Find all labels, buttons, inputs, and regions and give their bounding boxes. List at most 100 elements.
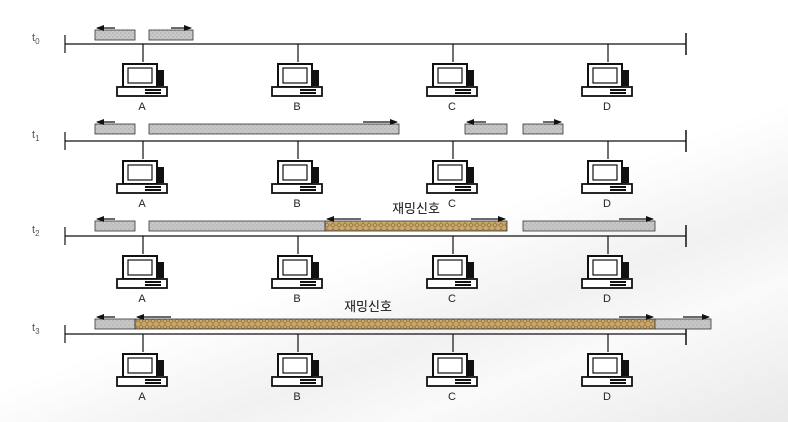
tower-unit <box>467 262 474 278</box>
drive-slot <box>455 382 471 384</box>
data-frame <box>148 123 400 135</box>
time-label: t0 <box>32 32 40 46</box>
drive-slot <box>300 281 316 283</box>
drive-slot <box>455 92 471 94</box>
data-frame <box>148 220 326 232</box>
computer-icon <box>426 353 478 387</box>
computer-icon <box>271 255 323 289</box>
drive-slot <box>610 382 626 384</box>
computer-icon <box>116 353 168 387</box>
node-label: C <box>448 198 456 210</box>
drive-slot <box>145 281 161 283</box>
drive-slot <box>145 89 161 91</box>
system-case <box>116 86 168 97</box>
system-case <box>116 183 168 194</box>
jam-signal-label: 재밍신호 <box>392 202 440 217</box>
node-label: B <box>293 391 300 403</box>
drive-slot <box>610 189 626 191</box>
node-label: D <box>603 293 611 305</box>
tower-unit <box>622 360 629 376</box>
computer-icon <box>271 160 323 194</box>
drive-slot <box>145 189 161 191</box>
computer-icon <box>116 63 168 97</box>
system-case <box>116 278 168 289</box>
system-case <box>271 183 323 194</box>
drive-slot <box>300 186 316 188</box>
timeline-row: t1A B C D <box>32 119 687 210</box>
tower-unit <box>157 360 164 376</box>
computer-icon <box>426 255 478 289</box>
time-subscript: 2 <box>35 229 40 238</box>
drive-slot <box>610 92 626 94</box>
node-label: B <box>293 293 300 305</box>
tower-unit <box>157 262 164 278</box>
computer-icon <box>271 63 323 97</box>
system-case <box>271 86 323 97</box>
monitor-screen <box>592 164 618 181</box>
computer-icon <box>581 255 633 289</box>
system-case <box>271 376 323 387</box>
monitor-screen <box>282 67 308 84</box>
computer-icon <box>581 63 633 97</box>
tower-unit <box>157 167 164 183</box>
drive-slot <box>145 382 161 384</box>
node-label: C <box>448 293 456 305</box>
data-frame <box>522 123 564 135</box>
computer-icon <box>116 255 168 289</box>
drive-slot <box>610 186 626 188</box>
system-case <box>426 183 478 194</box>
tower-unit <box>467 167 474 183</box>
tower-unit <box>157 70 164 86</box>
system-case <box>426 278 478 289</box>
monitor-screen <box>592 357 618 374</box>
time-label: t2 <box>32 224 40 238</box>
drive-slot <box>455 379 471 381</box>
tower-unit <box>312 360 319 376</box>
time-label: t3 <box>32 322 40 336</box>
system-case <box>581 376 633 387</box>
tower-unit <box>467 360 474 376</box>
data-frame <box>654 318 712 330</box>
node-label: D <box>603 391 611 403</box>
drive-slot <box>610 89 626 91</box>
node-label: A <box>138 101 146 113</box>
monitor-screen <box>282 259 308 276</box>
tower-unit <box>312 70 319 86</box>
drive-slot <box>610 281 626 283</box>
drive-slot <box>300 189 316 191</box>
computer-icon <box>581 160 633 194</box>
drive-slot <box>145 92 161 94</box>
data-frame <box>94 29 136 41</box>
system-case <box>426 376 478 387</box>
monitor-screen <box>592 259 618 276</box>
node-label: A <box>138 198 146 210</box>
jam-signal-frame <box>134 318 656 330</box>
data-frame <box>148 29 194 41</box>
jam-signal-frame <box>324 220 508 232</box>
time-label: t1 <box>32 129 40 143</box>
monitor-screen <box>282 357 308 374</box>
data-frame <box>94 318 136 330</box>
drive-slot <box>455 89 471 91</box>
drive-slot <box>145 379 161 381</box>
tower-unit <box>622 262 629 278</box>
system-case <box>581 278 633 289</box>
drive-slot <box>610 379 626 381</box>
system-case <box>116 376 168 387</box>
node-label: B <box>293 101 300 113</box>
node-label: D <box>603 198 611 210</box>
node-label: B <box>293 198 300 210</box>
drive-slot <box>145 186 161 188</box>
node-label: A <box>138 391 146 403</box>
tower-unit <box>622 70 629 86</box>
data-frame <box>464 123 508 135</box>
node-label: A <box>138 293 146 305</box>
drive-slot <box>300 284 316 286</box>
data-frame <box>522 220 656 232</box>
drive-slot <box>300 92 316 94</box>
computer-icon <box>271 353 323 387</box>
tower-unit <box>312 262 319 278</box>
drive-slot <box>145 284 161 286</box>
monitor-screen <box>437 67 463 84</box>
